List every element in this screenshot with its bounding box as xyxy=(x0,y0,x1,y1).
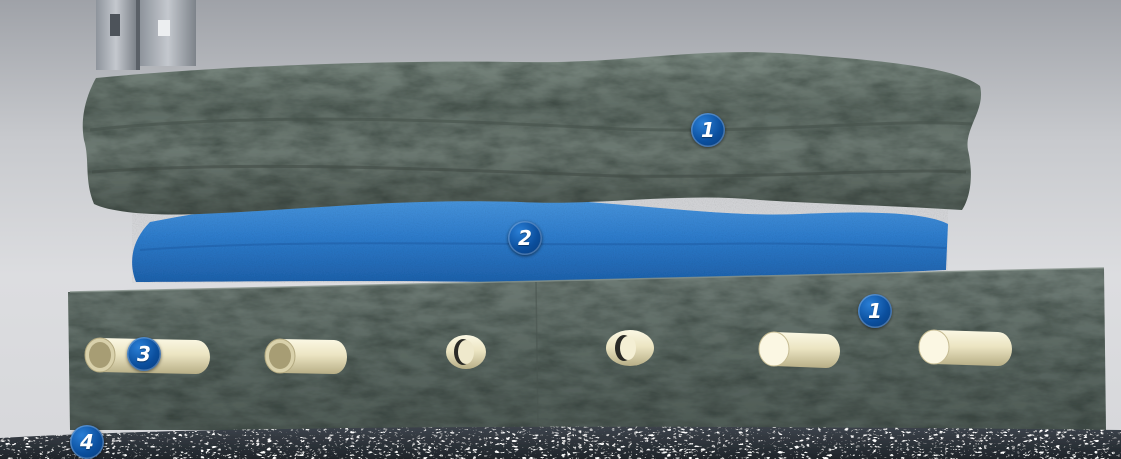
top-concrete-slab xyxy=(83,52,981,214)
marker-membrane: 2 xyxy=(508,221,542,255)
pipe xyxy=(759,332,840,368)
pipe xyxy=(446,335,486,369)
marker-pipe: 3 xyxy=(127,337,161,371)
marker-wall: 1 xyxy=(858,294,892,328)
marker-top-slab: 1 xyxy=(691,113,725,147)
pipe xyxy=(919,330,1012,366)
marker-ground: 4 xyxy=(70,425,104,459)
steel-bracket-icon xyxy=(96,0,196,70)
pipe xyxy=(606,330,654,366)
pipe xyxy=(265,339,347,374)
gravel-ground xyxy=(0,427,1121,459)
